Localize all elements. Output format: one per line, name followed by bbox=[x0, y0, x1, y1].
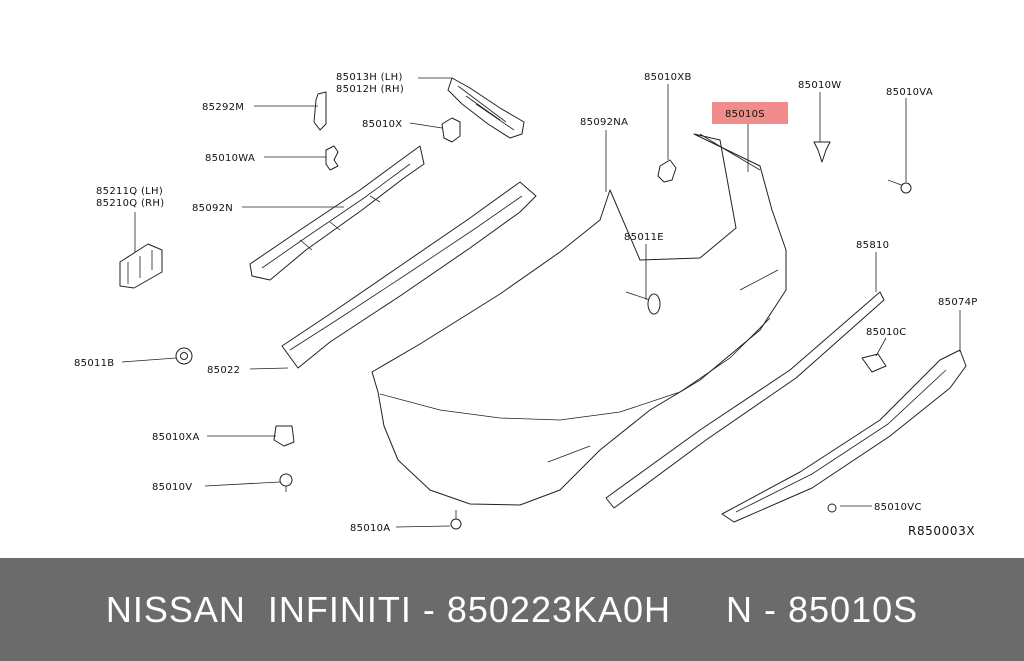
diagram-reference: R850003X bbox=[908, 524, 975, 538]
callout-85010a: 85010A bbox=[350, 523, 390, 534]
callout-85010xb: 85010XB bbox=[644, 72, 692, 83]
footer-banner: NISSAN INFINITI - 850223KA0H N - 85010S bbox=[0, 558, 1024, 661]
callout-85012h: 85012H (RH) bbox=[336, 84, 404, 95]
callout-85092n: 85092N bbox=[192, 203, 233, 214]
part-nut-85011b bbox=[175, 347, 193, 365]
part-clip-85010w bbox=[813, 141, 831, 163]
part-retainer-85010c bbox=[861, 353, 887, 373]
callout-85010v: 85010V bbox=[152, 482, 192, 493]
callout-85013h: 85013H (LH) bbox=[336, 72, 403, 83]
callout-85210q: 85210Q (RH) bbox=[96, 198, 164, 209]
highlight-box bbox=[712, 102, 788, 124]
callout-85010vc: 85010VC bbox=[874, 502, 922, 513]
part-screw-85010va bbox=[887, 179, 912, 194]
callout-85010wa: 85010WA bbox=[205, 153, 255, 164]
callout-85092na: 85092NA bbox=[580, 117, 628, 128]
part-clip-85010xb bbox=[657, 159, 677, 183]
callout-85810: 85810 bbox=[856, 240, 889, 251]
part-bumper-fascia bbox=[371, 133, 787, 506]
callout-85010s: 85010S bbox=[725, 109, 765, 120]
part-lower-trim-85810 bbox=[605, 291, 885, 509]
part-screw-85010a bbox=[450, 510, 462, 530]
callout-85010va: 85010VA bbox=[886, 87, 933, 98]
callout-85010xa: 85010XA bbox=[152, 432, 200, 443]
part-clip-85010x bbox=[441, 117, 461, 143]
part-reinforcement-85022 bbox=[281, 181, 537, 369]
part-bracket-85292m bbox=[313, 91, 327, 131]
callout-85010x: 85010X bbox=[362, 119, 402, 130]
callout-85074p: 85074P bbox=[938, 297, 978, 308]
callout-85292m: 85292M bbox=[202, 102, 244, 113]
part-clip-85010xa bbox=[273, 425, 295, 447]
callout-85010w: 85010W bbox=[798, 80, 842, 91]
part-side-bracket-lower bbox=[119, 243, 163, 289]
part-side-bracket-upper bbox=[447, 77, 525, 139]
leader-lines bbox=[121, 77, 961, 528]
callout-85010c: 85010C bbox=[866, 327, 907, 338]
part-energy-absorber bbox=[249, 145, 425, 281]
parts-diagram-svg: 85013H (LH) 85012H (RH) 85292M 85010X 85… bbox=[74, 72, 978, 538]
parts-diagram: 85013H (LH) 85012H (RH) 85292M 85010X 85… bbox=[74, 72, 978, 538]
part-screw-85010vc bbox=[827, 503, 837, 513]
part-clip-85010wa bbox=[325, 145, 339, 171]
part-screw-85010v bbox=[279, 473, 293, 492]
part-deflector-85074p bbox=[721, 349, 967, 523]
callout-85211q: 85211Q (LH) bbox=[96, 186, 163, 197]
callout-85011b: 85011B bbox=[74, 358, 114, 369]
callout-85011e: 85011E bbox=[624, 232, 664, 243]
callout-85022: 85022 bbox=[207, 365, 240, 376]
footer-part-number: NISSAN INFINITI - 850223KA0H N - 85010S bbox=[105, 588, 919, 630]
